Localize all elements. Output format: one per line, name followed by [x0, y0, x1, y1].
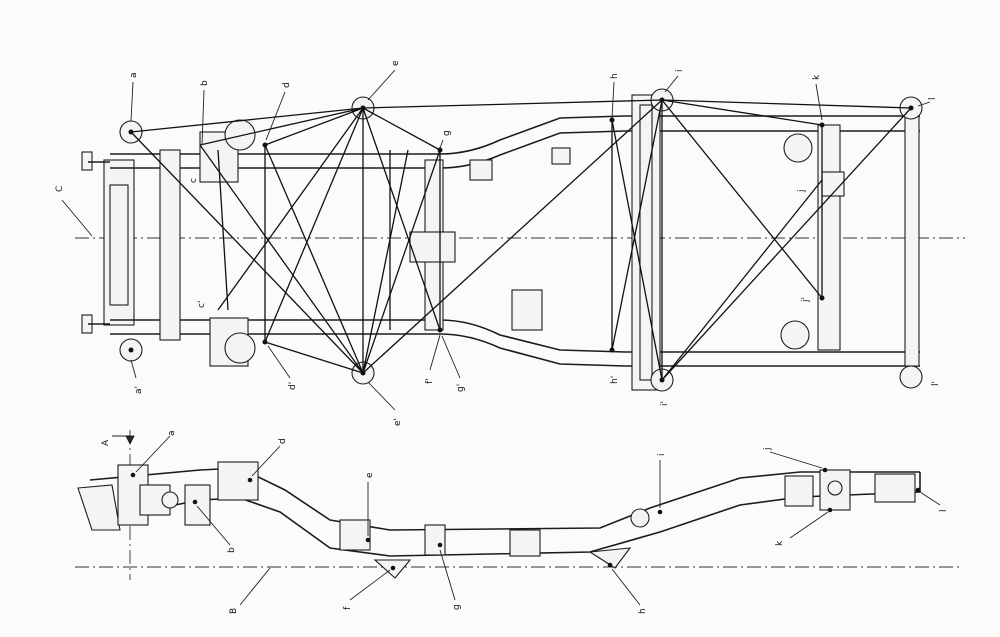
label-g-prime: g': [456, 384, 466, 392]
top-view: a b c d e g h i k l j C a' c' d' e' f' g…: [55, 60, 965, 426]
side-label-A: A: [101, 439, 111, 446]
label-a-prime: a': [134, 386, 144, 394]
front-horn: [77, 484, 121, 531]
label-l: l: [928, 97, 938, 100]
side-label-B: B: [229, 608, 239, 614]
front-eye-side: [161, 491, 179, 509]
front-crossmember-inner: [109, 184, 129, 306]
side-view: A B a b d e f g h i j k l: [75, 430, 960, 614]
side-label-e: e: [365, 472, 375, 478]
label-h: h: [610, 73, 620, 79]
label-h-prime: h': [610, 376, 620, 384]
mid-bracket-2: [424, 524, 446, 556]
label-e-prime: e': [393, 418, 403, 426]
label-c: c: [189, 178, 199, 183]
label-j: j: [797, 189, 807, 193]
hanger-upper: [224, 119, 256, 151]
label-e: e: [391, 60, 401, 66]
label-d-prime: d': [288, 382, 298, 390]
bracket-2: [551, 147, 571, 165]
mid-bracket-3: [509, 529, 541, 557]
side-label-d: d: [278, 438, 288, 444]
label-i: i: [675, 69, 685, 72]
label-b: b: [200, 80, 210, 86]
side-label-f: f: [343, 606, 353, 610]
side-label-g: g: [452, 604, 462, 610]
front-bumper-stub-top: [81, 151, 93, 171]
crossmember-1: [159, 149, 181, 341]
crossmember-4: [817, 124, 841, 351]
side-label-k: k: [775, 540, 785, 546]
label-j-prime: j': [801, 297, 811, 303]
label-c-prime: c': [197, 301, 207, 308]
lower-side-rail-inner: [110, 333, 920, 367]
side-label-h: h: [638, 608, 648, 614]
label-d: d: [282, 82, 292, 88]
center-bracket: [409, 231, 456, 263]
upper-side-rail: [110, 115, 920, 155]
side-label-b: b: [227, 547, 237, 553]
measurement-lines: [130, 99, 912, 381]
side-label-i: i: [657, 453, 667, 456]
side-label-j: j: [763, 447, 773, 451]
side-label-l: l: [939, 509, 949, 512]
label-l-prime: l': [931, 381, 941, 386]
side-label-a: a: [167, 430, 177, 436]
crossmember-3-inner: [639, 104, 653, 381]
leader-c: [61, 199, 93, 237]
label-f-prime: f': [425, 378, 435, 384]
bracket-3: [511, 289, 543, 331]
label-i-prime: i': [660, 401, 670, 406]
label-k: k: [812, 74, 822, 80]
rear-crossmember: [904, 115, 920, 367]
mid-bracket-1: [339, 519, 371, 551]
bracket-1: [469, 159, 493, 181]
rear-bracket-side: [784, 475, 814, 507]
label-g: g: [442, 130, 452, 136]
bottom-bracket-h: [588, 547, 632, 569]
rear-end-bracket: [874, 473, 916, 503]
rear-hanger-upper: [783, 133, 813, 163]
rear-hanger-lower: [780, 320, 810, 350]
rear-eye-side: [630, 508, 650, 528]
spring-hanger-side: [184, 484, 211, 526]
point-l-prime-circle: [899, 365, 923, 389]
label-C: C: [55, 186, 65, 192]
label-a: a: [129, 72, 139, 78]
hanger-lower: [224, 332, 256, 364]
